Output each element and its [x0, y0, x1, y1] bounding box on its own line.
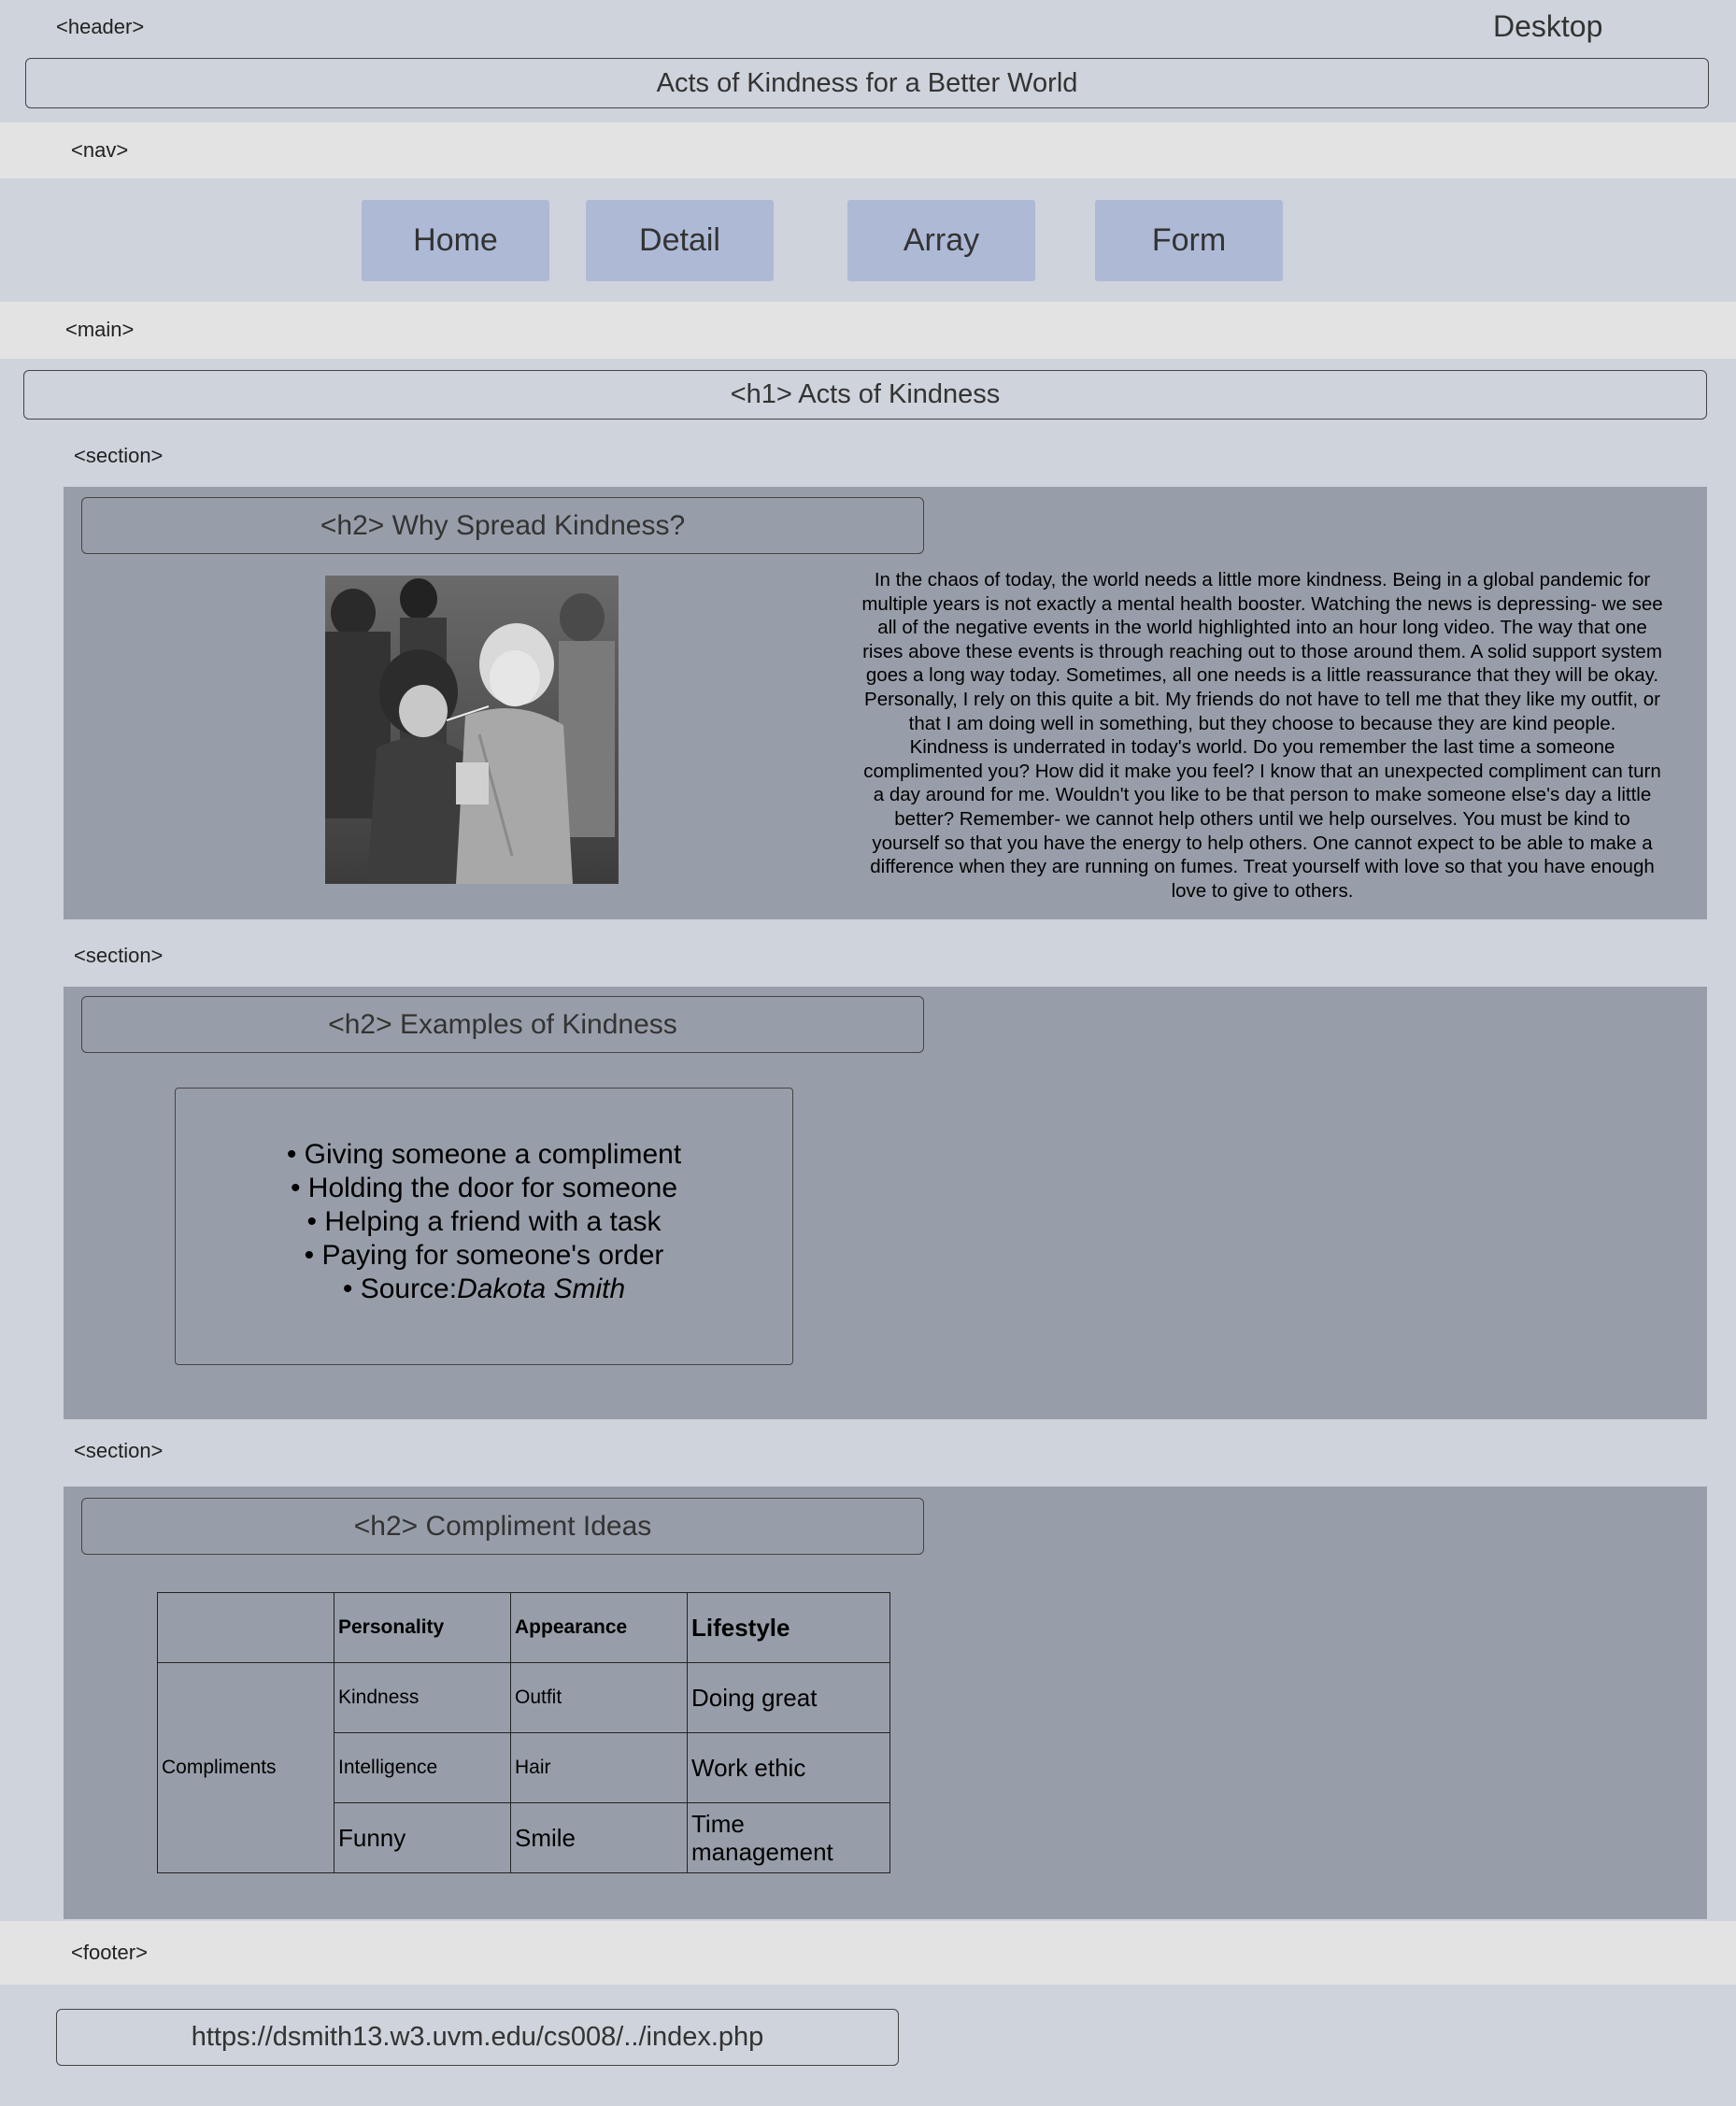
compliments-table: Personality Appearance Lifestyle Complim…: [157, 1592, 890, 1873]
table-header-cell: Appearance: [510, 1592, 688, 1663]
table-header-row: Personality Appearance Lifestyle: [157, 1592, 890, 1663]
main-heading: <h1> Acts of Kindness: [23, 370, 1707, 420]
table-cell: Work ethic: [687, 1732, 890, 1803]
children-photo: [325, 576, 619, 884]
table-cell: Outfit: [510, 1662, 688, 1733]
examples-list: Giving someone a compliment Holding the …: [176, 1138, 792, 1306]
table-header-cell: Personality: [334, 1592, 511, 1663]
section-heading: <h2> Examples of Kindness: [81, 996, 924, 1053]
main-tag: <main>: [65, 318, 135, 341]
table-row: Intelligence Hair Work ethic: [158, 1732, 890, 1803]
footer-band: <footer>: [0, 1921, 1736, 1985]
source-name: Dakota Smith: [457, 1274, 626, 1304]
photo-image: [325, 576, 619, 884]
nav-detail-button[interactable]: Detail: [586, 200, 774, 281]
table-row-label: Compliments: [157, 1662, 334, 1873]
table-cell: Doing great: [687, 1662, 890, 1733]
nav-band: <nav>: [0, 122, 1736, 178]
section-tag: <section>: [74, 444, 164, 467]
table-cell: Intelligence: [334, 1732, 511, 1803]
table-cell: Smile: [510, 1802, 688, 1873]
list-item: Paying for someone's order: [176, 1239, 792, 1273]
list-item: Holding the door for someone: [176, 1172, 792, 1205]
section-compliments: <h2> Compliment Ideas Personality Appear…: [64, 1487, 1707, 1919]
table-cell: Hair: [510, 1732, 688, 1803]
main-band: <main>: [0, 302, 1736, 359]
list-item: Helping a friend with a task: [176, 1205, 792, 1239]
section-tag: <section>: [74, 944, 164, 967]
site-title: Acts of Kindness for a Better World: [25, 58, 1709, 108]
table-cell: Kindness: [334, 1662, 511, 1733]
device-label: Desktop: [1493, 9, 1603, 43]
list-item-source: Source:Dakota Smith: [176, 1273, 792, 1306]
section-heading: <h2> Compliment Ideas: [81, 1498, 924, 1555]
table-header-cell: [157, 1592, 334, 1663]
section-paragraph: In the chaos of today, the world needs a…: [861, 569, 1663, 902]
examples-list-box: Giving someone a compliment Holding the …: [175, 1088, 793, 1365]
nav-form-button[interactable]: Form: [1095, 200, 1283, 281]
section-examples: <h2> Examples of Kindness Giving someone…: [64, 987, 1707, 1419]
table-row: Compliments Kindness Outfit Doing great: [157, 1662, 890, 1873]
footer-tag: <footer>: [71, 1941, 148, 1964]
nav-home-button[interactable]: Home: [362, 200, 549, 281]
nav-tag: <nav>: [71, 138, 129, 162]
section-why-kindness: <h2> Why Spread Kindness?: [64, 487, 1707, 919]
footer-url[interactable]: https://dsmith13.w3.uvm.edu/cs008/../ind…: [56, 2009, 899, 2066]
header-tag: <header>: [56, 15, 145, 38]
table-row: Funny Smile Time management: [158, 1802, 890, 1873]
section-heading: <h2> Why Spread Kindness?: [81, 497, 924, 554]
table-header-cell: Lifestyle: [687, 1592, 890, 1663]
section-tag: <section>: [74, 1439, 164, 1462]
list-item: Giving someone a compliment: [176, 1138, 792, 1172]
table-cell: Time management: [687, 1802, 890, 1873]
table-cell: Funny: [334, 1802, 511, 1873]
nav-array-button[interactable]: Array: [847, 200, 1035, 281]
